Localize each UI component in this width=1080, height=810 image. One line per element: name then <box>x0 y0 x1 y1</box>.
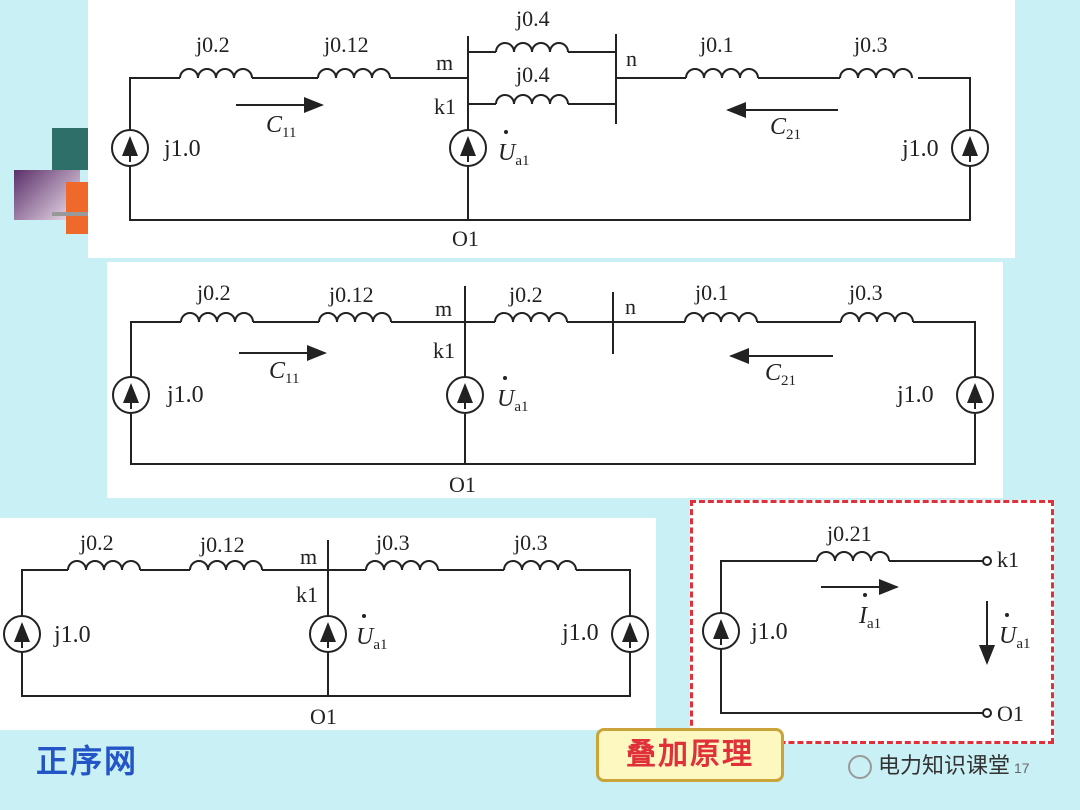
inductor-label-1: j0.2 <box>195 32 230 57</box>
ground-label: O1 <box>449 472 476 497</box>
inductor-label-2: j0.12 <box>328 282 374 307</box>
source-right-label: j1.0 <box>901 136 939 162</box>
inductor-label-3: j0.2 <box>508 282 543 307</box>
inductor-label-2: j0.12 <box>323 32 369 57</box>
circuit-1-panel: j0.2 j0.12 j0.4 j0.4 j0.1 j0.3 m k1 n O1… <box>88 0 1015 258</box>
source-left-label: j1.0 <box>53 622 91 648</box>
inductor-label: j0.21 <box>826 521 872 546</box>
node-k1-label: k1 <box>433 338 455 363</box>
watermark-text: 电力知识课堂 <box>878 754 1011 779</box>
circuit-2-panel: j0.2 j0.12 j0.2 j0.1 j0.3 m k1 n O1 j1.0… <box>107 262 1003 498</box>
source-label: j1.0 <box>750 619 788 645</box>
voltage-label: Ua1 <box>498 140 530 169</box>
inductor-label-5: j0.3 <box>848 280 883 305</box>
circuit-4-diagram: j0.21 k1 O1 j1.0 Ia1 Ua1 <box>702 521 1031 726</box>
node-k1-label: k1 <box>434 94 456 119</box>
voltage-label: Ua1 <box>356 624 388 653</box>
current-dot <box>863 593 867 597</box>
inductor-label-4: j0.4 <box>515 62 550 87</box>
node-m-label: m <box>436 50 453 75</box>
source-left-label: j1.0 <box>166 382 204 408</box>
wechat-icon <box>848 755 872 779</box>
circuit-2-diagram: j0.2 j0.12 j0.2 j0.1 j0.3 m k1 n O1 j1.0… <box>112 280 994 497</box>
inductor-label-1: j0.2 <box>79 530 114 555</box>
node-m-label: m <box>435 296 452 321</box>
node-n-label: n <box>626 46 637 71</box>
flow-left-label: C11 <box>269 358 299 387</box>
inductor-label-3: j0.4 <box>515 6 550 31</box>
voltage-label: Ua1 <box>497 386 529 415</box>
node-m-label: m <box>300 544 317 569</box>
voltage-dot <box>503 376 507 380</box>
voltage-dot <box>1005 613 1009 617</box>
decor-block-teal <box>52 128 88 170</box>
circuit-3-diagram: j0.2 j0.12 j0.3 j0.3 m k1 O1 j1.0 j1.0 U… <box>3 530 649 729</box>
circuit-3-panel: j0.2 j0.12 j0.3 j0.3 m k1 O1 j1.0 j1.0 U… <box>0 518 656 730</box>
flow-right-label: C21 <box>770 114 801 143</box>
ground-label: O1 <box>452 226 479 251</box>
node-n-label: n <box>625 294 636 319</box>
voltage-dot <box>504 130 508 134</box>
decor-block-orange <box>66 182 90 234</box>
inductor-label-5: j0.1 <box>699 32 734 57</box>
inductor-label-2: j0.12 <box>199 532 245 557</box>
source-left-label: j1.0 <box>163 136 201 162</box>
source-right-label: j1.0 <box>561 620 599 646</box>
inductor-label-4: j0.1 <box>694 280 729 305</box>
flow-right-label: C21 <box>765 360 796 389</box>
caption-positive-sequence: 正序网 <box>36 742 139 780</box>
inductor-label-6: j0.3 <box>853 32 888 57</box>
ground-label: O1 <box>310 704 337 729</box>
circuit-1-diagram: j0.2 j0.12 j0.4 j0.4 j0.1 j0.3 m k1 n O1… <box>111 6 989 251</box>
inductor-label-1: j0.2 <box>196 280 231 305</box>
decor-bar <box>52 212 92 216</box>
superposition-label: 叠加原理 <box>596 728 784 782</box>
inductor-label-4: j0.3 <box>513 530 548 555</box>
watermark: 电力知识课堂 <box>848 748 1010 780</box>
page-number: 17 <box>1014 760 1030 776</box>
node-k1-label: k1 <box>296 582 318 607</box>
voltage-label: Ua1 <box>999 623 1031 652</box>
flow-left-label: C11 <box>266 112 296 141</box>
current-label: Ia1 <box>858 603 881 632</box>
voltage-dot <box>362 614 366 618</box>
source-right-label: j1.0 <box>896 382 934 408</box>
superposition-circuit-panel: j0.21 k1 O1 j1.0 Ia1 Ua1 <box>690 500 1054 744</box>
node-k1-label: k1 <box>997 547 1019 572</box>
ground-label: O1 <box>997 701 1024 726</box>
inductor-label-3: j0.3 <box>375 530 410 555</box>
